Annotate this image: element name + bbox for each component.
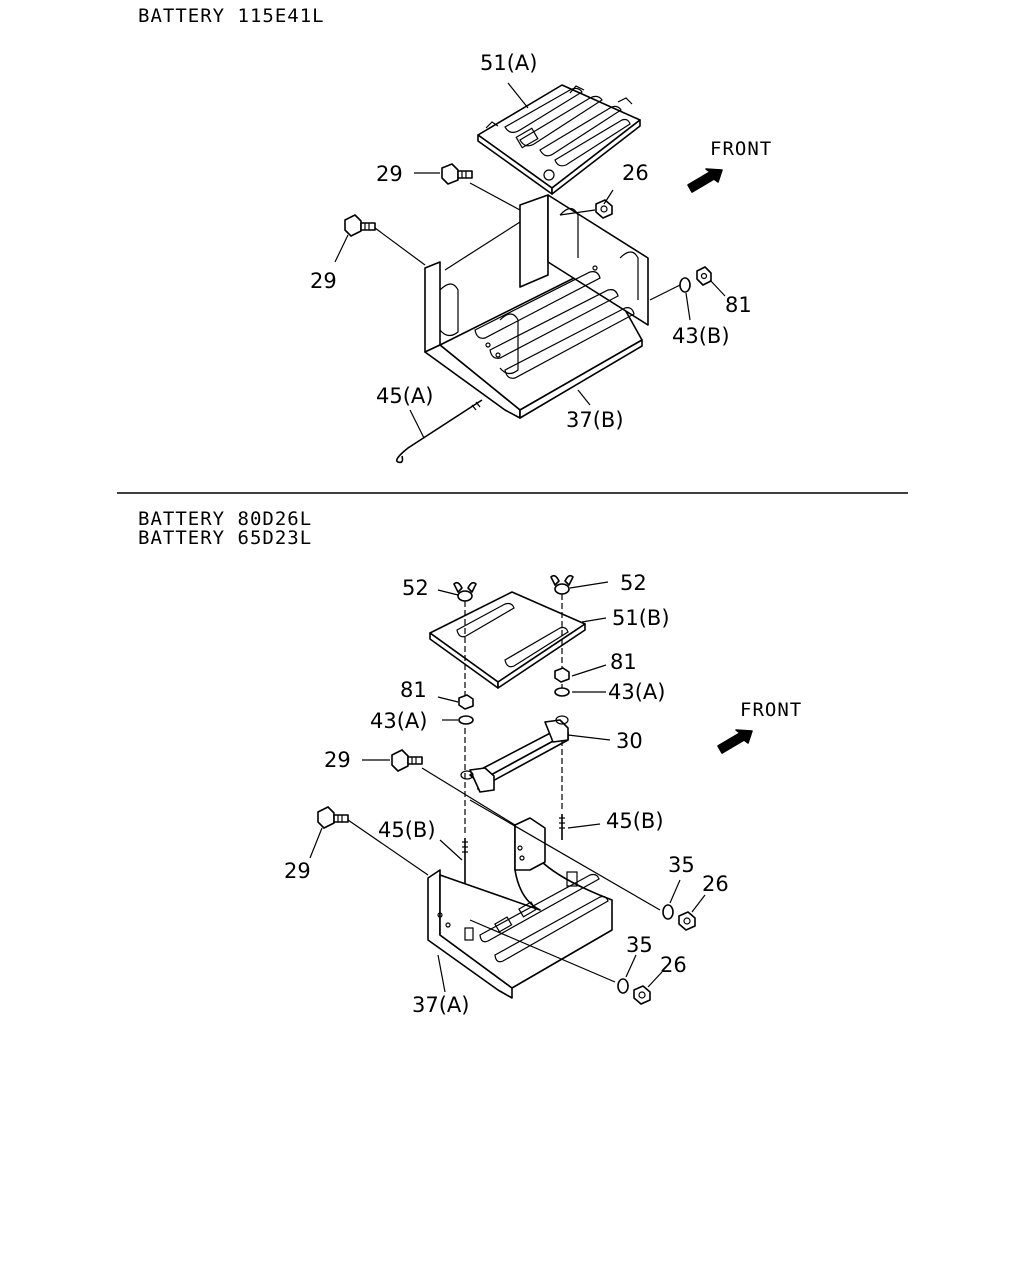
leader-lines-2 (309, 581, 706, 993)
washer-35-lower (617, 978, 629, 994)
callout-43a-right: 43(A) (608, 680, 665, 704)
callout-37b: 37(B) (566, 408, 624, 432)
callout-52-right: 52 (620, 571, 647, 595)
bolt-29-lower-2 (317, 806, 349, 829)
callout-81: 81 (725, 293, 752, 317)
wing-nut-52-right (550, 574, 574, 595)
hook-bolt-45a (395, 399, 483, 464)
bolt-29-upper (441, 163, 473, 185)
battery-tray-37b (424, 194, 649, 419)
front-arrow-1 (687, 168, 723, 193)
section-1-header: BATTERY 115E41L (138, 5, 325, 27)
callout-45b-left: 45(B) (378, 818, 436, 842)
hook-bolt-45b-right (559, 740, 565, 840)
battery-tray-37a (427, 817, 613, 999)
washer-43b (679, 277, 691, 293)
callout-43a-left: 43(A) (370, 709, 427, 733)
washer-43a-left (458, 715, 474, 725)
callout-51a: 51(A) (480, 51, 537, 75)
bracket-30 (460, 715, 569, 793)
callout-51b: 51(B) (612, 606, 670, 630)
callout-29-upper: 29 (376, 162, 403, 186)
nut-81 (696, 266, 712, 286)
section-1-drawing: FRONT 51(A) 29 26 29 81 (310, 51, 772, 464)
callout-45a: 45(A) (376, 384, 433, 408)
callout-26-upper: 26 (702, 872, 729, 896)
nut-81-right (554, 667, 570, 683)
callout-81-left: 81 (400, 678, 427, 702)
front-arrow-2 (717, 729, 753, 754)
callout-37a: 37(A) (412, 993, 469, 1017)
callout-26-lower: 26 (660, 953, 687, 977)
callout-43b: 43(B) (672, 324, 730, 348)
callout-35-lower: 35 (626, 933, 653, 957)
callout-29-upper-2: 29 (324, 748, 351, 772)
callout-29-lower: 29 (310, 269, 337, 293)
section-2-header-1: BATTERY 80D26L (138, 508, 313, 530)
callout-45b-right: 45(B) (606, 809, 664, 833)
nut-26 (595, 199, 613, 219)
section-2-drawing: FRONT (284, 571, 802, 1017)
callout-30: 30 (616, 729, 643, 753)
callout-29-lower-2: 29 (284, 859, 311, 883)
washer-35-upper (662, 904, 674, 920)
front-label-2: FRONT (740, 699, 802, 721)
hold-down-plate-51b (429, 591, 586, 689)
nut-81-left (458, 694, 474, 710)
bolt-29-upper-2 (391, 749, 423, 772)
washer-43a-right (554, 687, 570, 697)
leader-lines-1 (334, 82, 726, 439)
wing-nut-52-left (453, 581, 477, 602)
hold-down-plate-51a (477, 84, 641, 195)
bolt-29-lower (344, 214, 376, 237)
callout-35-upper: 35 (668, 853, 695, 877)
front-label-1: FRONT (710, 138, 772, 160)
callout-26: 26 (622, 161, 649, 185)
callout-81-right: 81 (610, 650, 637, 674)
section-2-header-2: BATTERY 65D23L (138, 527, 313, 549)
nut-26-upper (678, 911, 696, 931)
nut-26-lower (633, 985, 651, 1005)
callout-52-left: 52 (402, 576, 429, 600)
